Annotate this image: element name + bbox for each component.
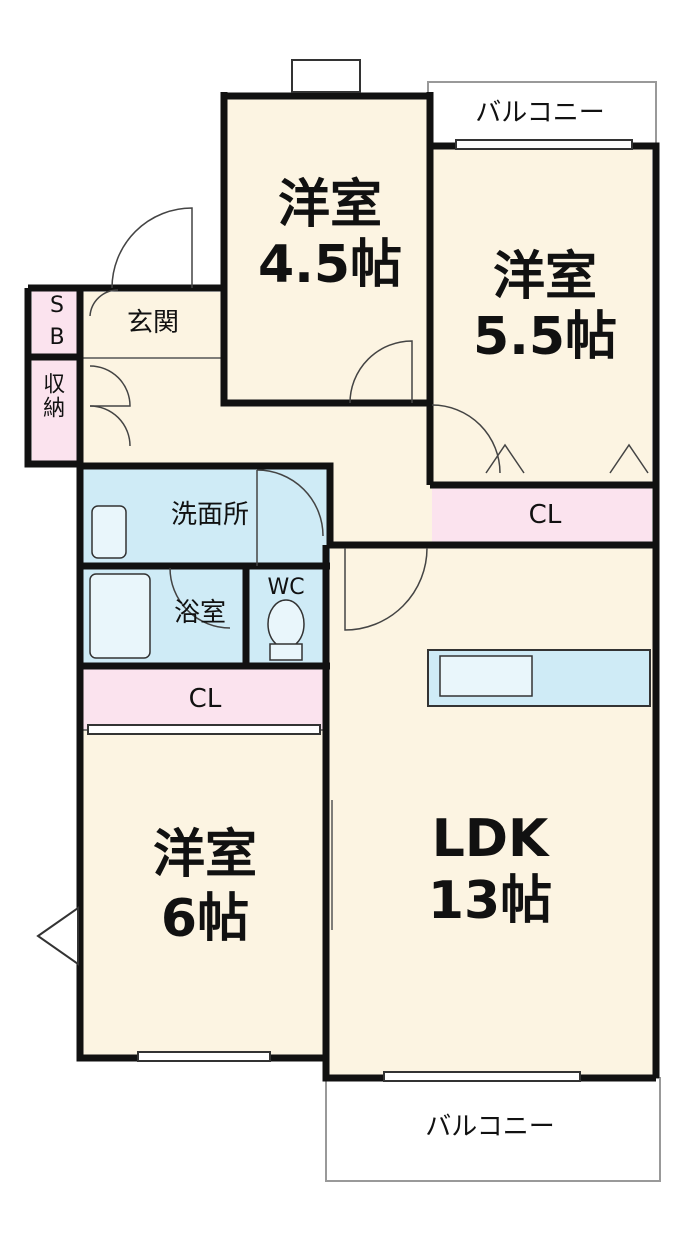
ldk-floor bbox=[328, 545, 654, 1078]
closet-lower-label: CL bbox=[188, 684, 222, 714]
room-6-floor bbox=[82, 730, 327, 1056]
shoe-box-floor bbox=[32, 290, 80, 356]
storage-label: 収納 bbox=[39, 372, 65, 420]
balcony-bottom bbox=[325, 1077, 661, 1182]
balcony-top bbox=[427, 81, 657, 147]
balcony-bottom-label: バルコニー bbox=[425, 1112, 555, 1142]
entrance-label: 玄関 bbox=[126, 308, 179, 338]
closet-upper-label: CL bbox=[528, 500, 562, 530]
closet-upper-floor bbox=[432, 485, 652, 545]
washbasin bbox=[91, 505, 127, 559]
washroom-label: 洗面所 bbox=[170, 500, 249, 530]
hall-floor bbox=[330, 395, 432, 545]
room-6-size: 6帖 bbox=[160, 889, 250, 949]
bathroom-label: 浴室 bbox=[173, 598, 226, 628]
room-55-name: 洋室 bbox=[492, 247, 597, 307]
room-6-name: 洋室 bbox=[152, 825, 257, 885]
room-45-size: 4.5帖 bbox=[257, 235, 403, 295]
storage-floor bbox=[32, 358, 80, 462]
room-45-floor bbox=[224, 96, 430, 401]
toilet-bowl bbox=[267, 599, 305, 649]
shoe-box-b-label: B bbox=[49, 325, 65, 350]
ldk-size: 13帖 bbox=[427, 871, 553, 931]
toilet-label: WC bbox=[267, 575, 305, 600]
room-55-floor bbox=[430, 146, 652, 482]
shoe-box-s-label: S bbox=[50, 293, 64, 318]
room-55-size: 5.5帖 bbox=[472, 307, 618, 367]
ldk-name: LDK bbox=[431, 809, 549, 869]
balcony-top-label: バルコニー bbox=[475, 98, 605, 128]
bathtub bbox=[89, 573, 151, 659]
closet-lower-floor bbox=[82, 668, 326, 730]
room-45-name: 洋室 bbox=[277, 175, 382, 235]
